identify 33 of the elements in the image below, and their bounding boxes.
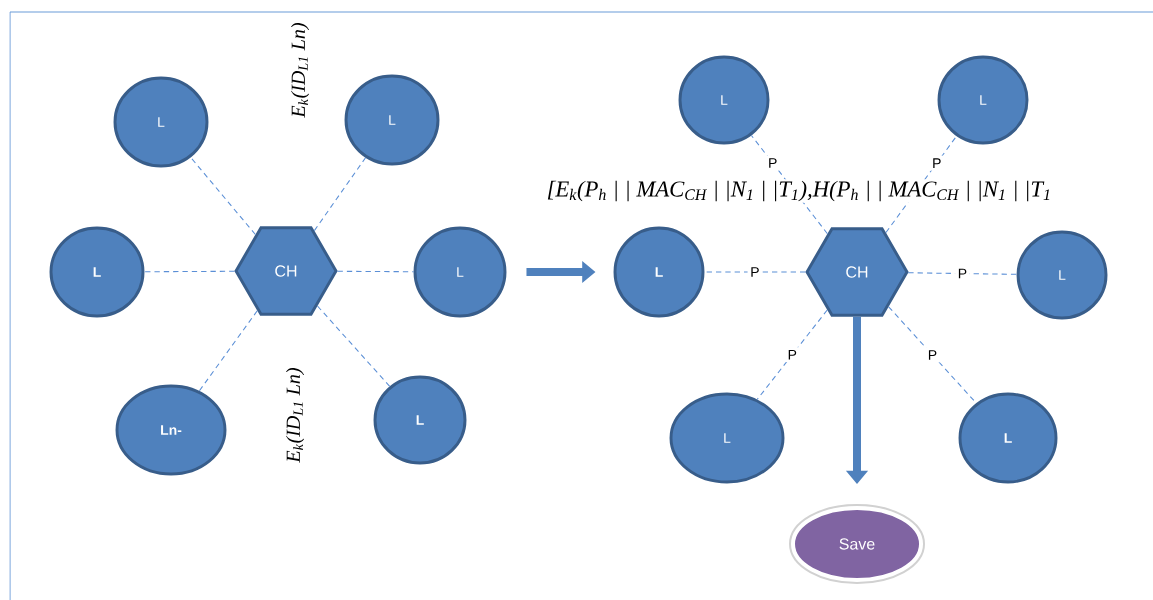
edge-label: P [769,158,777,168]
edge-label: P [788,349,797,360]
circle-node: L [669,392,785,484]
circle-node: L [49,226,145,318]
connector-line [313,157,367,232]
circle-node: L [678,55,770,145]
circle-node: L [937,55,1029,145]
edge-label: P [933,158,941,168]
hexagon-node: CH [805,227,909,317]
edge-label: P [751,267,759,277]
formula-label: [E$_{k}$(P$_{h}$ | | MAC$_{CH}$ | |N$_{1}$ | |T$_{1}$),H(P$_{h}$ | | MAC$_{CH}$ | |N$_{1}$ | |T$_{1}$ [547,180,1050,202]
connector-line [190,156,256,236]
edge-label: P [928,350,937,360]
connector-line [316,305,391,387]
circle-node: L [113,76,209,168]
connector-line [703,271,806,273]
edge-label: P [958,268,967,279]
formula-label: E$_{k}$(ID$_{L1}$ Ln) [290,23,310,118]
circle-node: L [613,226,705,318]
circle-node: L [344,74,440,166]
formula-label: E$_{k}$(ID$_{L1}$ Ln) [285,368,305,463]
circle-node: L [413,226,507,318]
circle-node: L [1016,230,1108,320]
connector-line [198,310,258,392]
connector-line [885,135,958,234]
connector-line [907,272,1018,275]
circle-node: L [958,392,1058,484]
circle-node: L [373,375,467,465]
connector-line [756,309,828,400]
connector-line [888,306,977,404]
circle-node: Ln- [115,384,227,476]
hexagon-node: CH [234,226,338,316]
connector-line [750,134,828,235]
